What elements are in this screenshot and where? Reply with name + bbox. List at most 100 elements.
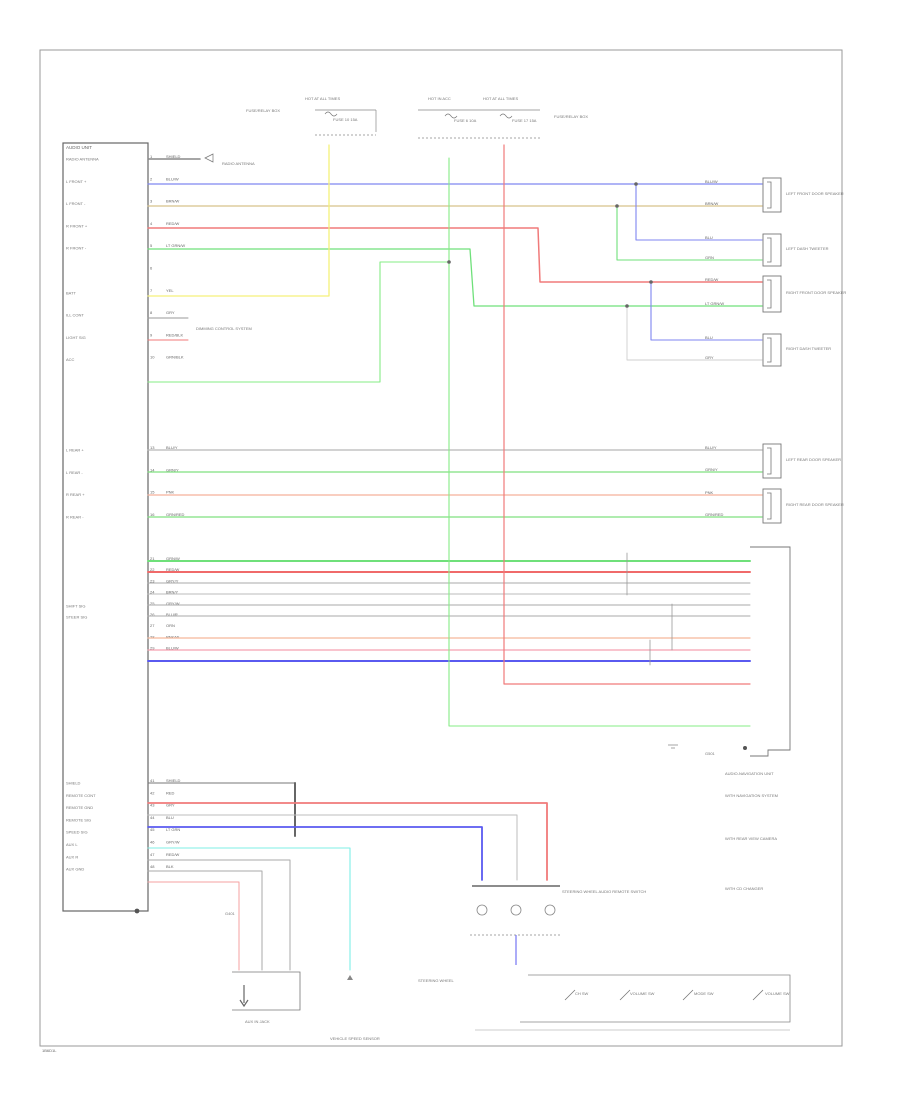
pin-number: 13 — [150, 445, 155, 450]
speaker-name: RIGHT REAR DOOR SPEAKER — [786, 502, 844, 507]
speaker-box — [762, 333, 782, 367]
speaker-wire-2: LT GRN/W — [705, 301, 724, 306]
right-module: AUDIO-NAVIGATION UNIT WITH NAVIGATION SY… — [668, 546, 791, 891]
switch-contact-3 — [544, 904, 556, 916]
pin-wire-color: LT GRN — [166, 827, 180, 832]
pin-label: SPEED SIG — [66, 830, 88, 835]
head-unit-title: AUDIO UNIT — [66, 145, 92, 150]
speaker-name: LEFT FRONT DOOR SPEAKER — [786, 191, 844, 196]
wire-remote-red — [147, 802, 548, 881]
speaker-box — [762, 275, 782, 313]
pin-label: REMOTE CONT — [66, 793, 96, 798]
speaker-wire-1: BLU — [705, 235, 713, 240]
wire-rtweeter-pos — [650, 281, 763, 341]
pin-number: 26 — [150, 612, 155, 617]
pin-number: 2 — [150, 176, 153, 181]
right-module-ground: G501 — [705, 751, 716, 756]
pin-number: 22 — [150, 567, 155, 572]
pin-number: 45 — [150, 827, 155, 832]
pin-number: 9 — [150, 332, 153, 337]
switch-label-2: VOLUME SW — [630, 991, 655, 996]
pin-wire-color: BLU — [166, 815, 174, 820]
pin-number: 5 — [150, 243, 153, 248]
pin-wire-color: BLU/W — [166, 646, 179, 651]
switch-label-1: CH SW — [575, 991, 589, 996]
pin-wire-color: BRN/Y — [166, 590, 179, 595]
pin-label: REMOTE GND — [66, 805, 93, 810]
switch-icon-3 — [682, 989, 694, 1001]
pin-label: R FRONT + — [66, 223, 88, 228]
diagram-frame — [39, 49, 843, 1047]
fuse-block-2-fuse: FUSE 6 10A — [454, 118, 477, 123]
wire-aux-2 — [147, 870, 263, 971]
illumination-label: DIMMING CONTROL SYSTEM — [196, 326, 252, 331]
pin-wire-color: LT GRN/W — [166, 243, 185, 248]
pin-wire-color: RED/BLK — [166, 332, 183, 337]
speaker-box — [762, 233, 782, 267]
pin-label: AUX R — [66, 854, 78, 859]
pin-wire-color: PNK/W — [166, 634, 179, 639]
pin-number: 4 — [150, 221, 153, 226]
wire-batt — [147, 144, 330, 297]
speaker-icon — [767, 447, 772, 475]
fuse-block-2: HOT IN ACC FUSE 6 10A — [418, 96, 540, 139]
right-module-note-1: WITH NAVIGATION SYSTEM — [725, 793, 778, 798]
pin-label: R FRONT - — [66, 246, 87, 251]
pin-label: REMOTE SIG — [66, 817, 91, 822]
speaker-box — [762, 488, 782, 524]
speaker-wire-1: BLU/Y — [705, 445, 717, 450]
pin-number: 27 — [150, 623, 155, 628]
pin-label: SHIELD — [66, 781, 81, 786]
right-module-note-3: WITH CD CHANGER — [725, 886, 763, 891]
pin-label: L FRONT - — [66, 201, 86, 206]
speed-source-label: VEHICLE SPEED SENSOR — [330, 1036, 380, 1041]
pin-number: 42 — [150, 790, 155, 795]
pin-wire-color: GRY/W — [166, 601, 180, 606]
pin-number: 3 — [150, 199, 153, 204]
pin-label: L FRONT + — [66, 179, 87, 184]
wire-fuse-to-module-red — [503, 144, 751, 685]
speaker-wire-1: BLU — [705, 335, 713, 340]
aux-jack-outline — [232, 971, 301, 1011]
wire-rfront-neg — [147, 248, 763, 307]
pin-number: 10 — [150, 355, 155, 360]
speaker-name: RIGHT FRONT DOOR SPEAKER — [786, 290, 846, 295]
wire-aux-1 — [147, 859, 291, 971]
pin-label: AUX L — [66, 842, 78, 847]
pin-label: ILL CONT — [66, 313, 84, 318]
right-module-ground-dot — [743, 746, 747, 750]
pin-number: 1 — [150, 154, 153, 159]
right-module-name: AUDIO-NAVIGATION UNIT — [725, 771, 774, 776]
wire-ltweeter-neg — [616, 205, 763, 261]
switch-contact-2 — [510, 904, 522, 916]
pin-label: BATT — [66, 290, 76, 295]
speaker-wire-2: GRN/Y — [705, 467, 718, 472]
fuse-3-symbol — [499, 113, 513, 119]
pin-wire-color: BLU/W — [166, 176, 179, 181]
pin-label: SHIFT SIG — [66, 603, 85, 608]
speaker-wire-1: PNK — [705, 490, 714, 495]
wire-fuse-to-module-green — [448, 261, 751, 727]
fuse-block-3: HOT AT ALL TIMES FUSE 17 15A FUSE/RELAY … — [483, 96, 588, 123]
pin-number: 24 — [150, 590, 155, 595]
speaker-wire-2: GRY — [705, 355, 714, 360]
wire-remote-gray — [147, 814, 518, 881]
pin-wire-color: SHIELD — [166, 778, 181, 783]
speaker-wire-1: RED/W — [705, 277, 719, 282]
pin-label: R REAR + — [66, 492, 85, 497]
pin-number: 23 — [150, 578, 155, 583]
pin-number: 41 — [150, 778, 155, 783]
pin-wire-color: GRN/W — [166, 556, 180, 561]
splices — [447, 182, 653, 308]
switch-icon-4 — [752, 989, 764, 1001]
pin-number: 47 — [150, 852, 155, 857]
pin-number: 8 — [150, 310, 153, 315]
speaker-name: RIGHT DASH TWEETER — [786, 346, 831, 351]
speaker: RIGHT FRONT DOOR SPEAKER RED/W LT GRN/W — [705, 275, 846, 313]
switch-assembly-name: STEERING WHEEL AUDIO REMOTE SWITCH — [562, 889, 646, 894]
pin-number: 46 — [150, 840, 155, 845]
